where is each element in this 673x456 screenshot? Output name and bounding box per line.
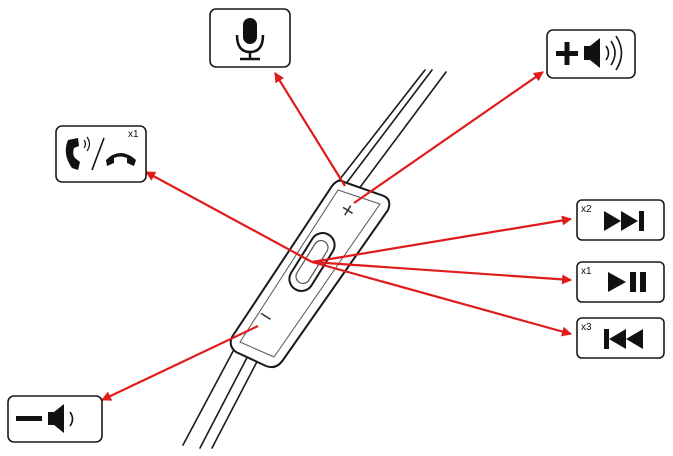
play-pause-press-count: x1	[581, 266, 592, 277]
next-track-press-count: x2	[581, 204, 592, 215]
call-answer-end-icon	[65, 136, 136, 171]
callout-volume-up	[546, 29, 636, 79]
callout-call: x1	[55, 125, 147, 183]
arrow-volume-up	[353, 71, 544, 204]
callout-next-track: x2	[576, 199, 665, 241]
arrow-next-track	[311, 215, 572, 264]
arrow-previous-track	[311, 260, 572, 337]
volume-up-icon	[556, 35, 623, 71]
arrow-volume-down	[101, 325, 259, 401]
arrow-call	[145, 171, 313, 263]
previous-track-press-count: x3	[581, 322, 592, 333]
arrow-microphone	[274, 72, 346, 187]
microphone-icon	[235, 18, 265, 61]
callout-previous-track: x3	[576, 317, 665, 359]
next-track-icon	[604, 211, 644, 231]
headset-cable	[182, 69, 447, 449]
callout-arrows	[101, 71, 572, 401]
play-pause-icon	[608, 272, 646, 292]
call-press-count: x1	[128, 129, 139, 140]
volume-down-icon	[16, 404, 74, 433]
callout-microphone	[209, 8, 291, 68]
arrow-play-pause	[311, 260, 572, 285]
callout-volume-down	[7, 395, 103, 443]
callout-play-pause: x1	[576, 261, 665, 303]
inline-remote: + −	[229, 179, 391, 369]
previous-track-icon	[604, 329, 643, 349]
